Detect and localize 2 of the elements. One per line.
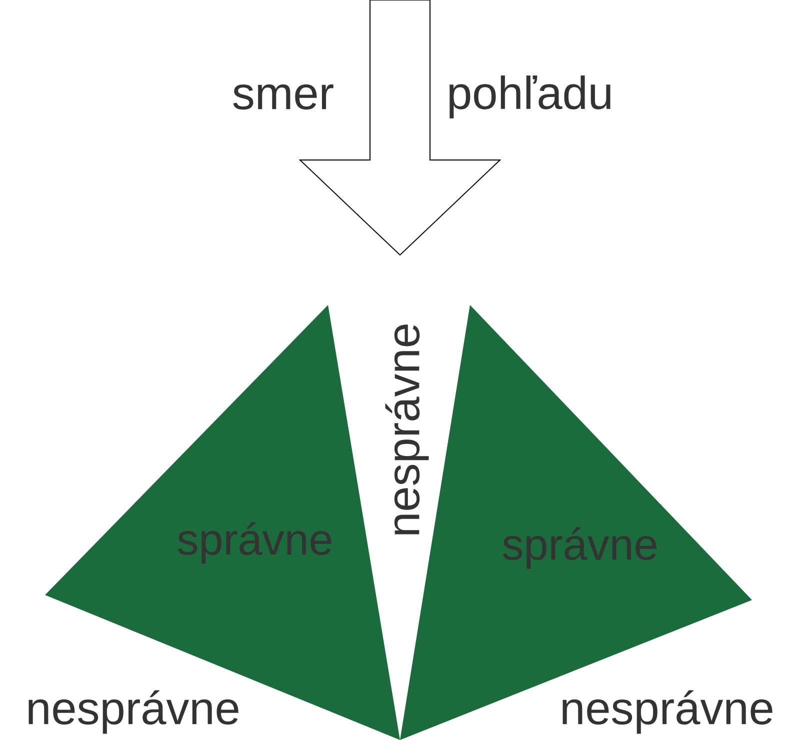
label: smer <box>233 84 334 110</box>
label: pohľadu <box>450 76 610 118</box>
